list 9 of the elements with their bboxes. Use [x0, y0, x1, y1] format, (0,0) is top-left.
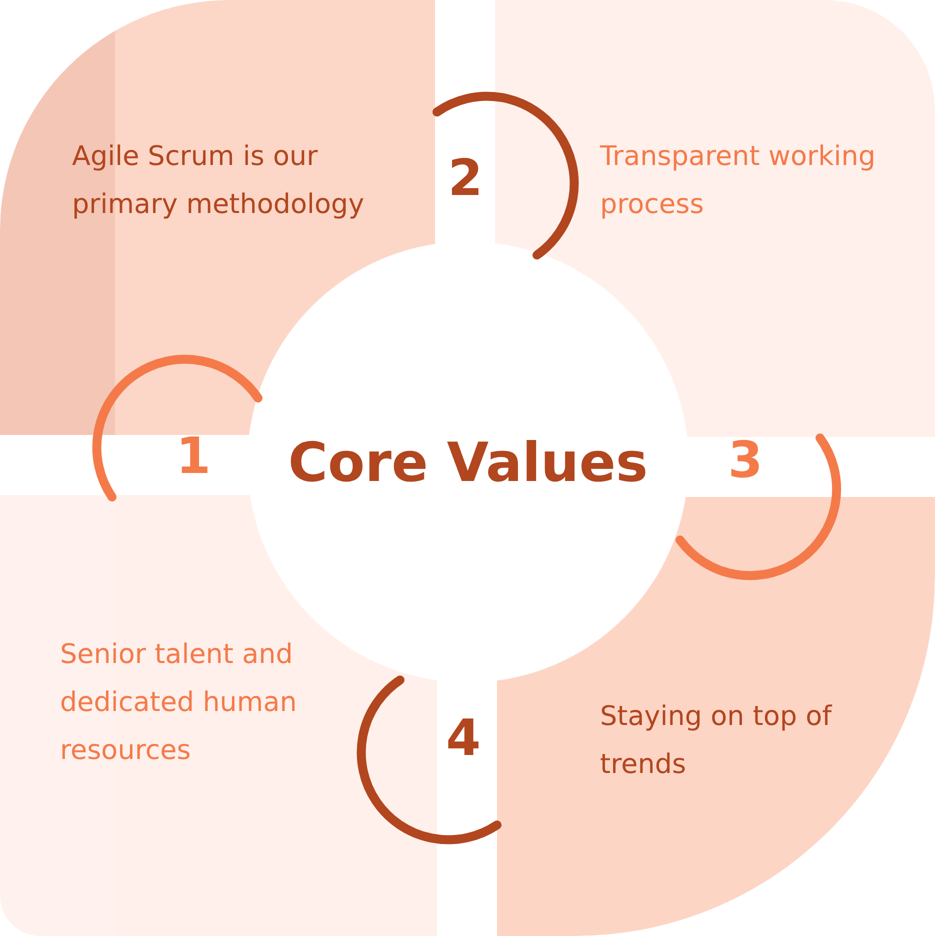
value-text: Agile Scrum is our primary methodology — [72, 140, 366, 222]
value-text: Staying on top of trends — [600, 700, 834, 782]
step-number: 3 — [728, 432, 763, 488]
step-number: 4 — [446, 710, 481, 766]
value-text: Transparent working process — [600, 140, 877, 222]
step-number: 2 — [448, 150, 483, 206]
step-number: 1 — [176, 428, 211, 484]
center-title: Core Values — [288, 430, 648, 494]
value-text: Senior talent and dedicated human resources — [60, 638, 298, 768]
